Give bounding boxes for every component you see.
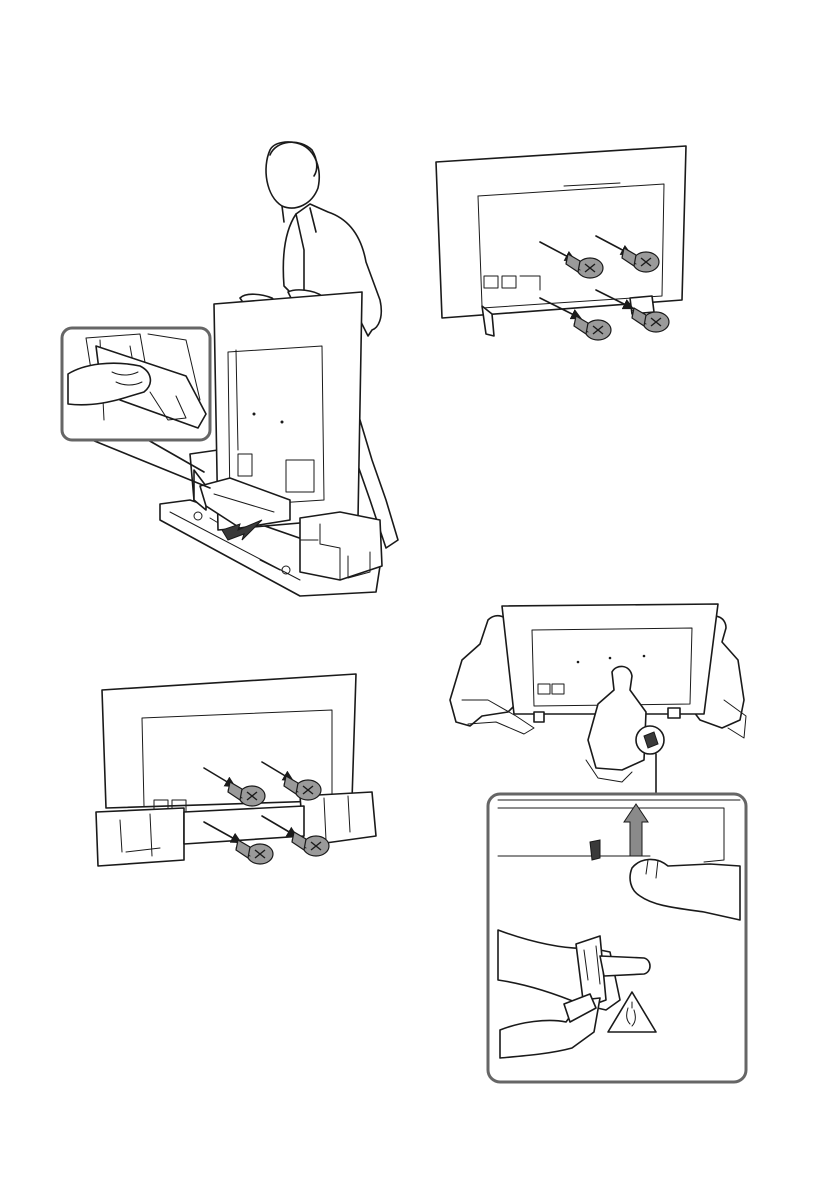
tv-back-panel-2 [436,146,686,318]
zoom-inset-hand-tray [62,328,210,440]
zoom-inset-stand-removal [488,794,746,1082]
panel-screws-with-stand [436,146,686,340]
panel-unpack-tv [62,142,398,596]
panel-screws-in-box [96,674,376,866]
panel-remove-stand [450,604,746,1082]
screw-icon [574,316,611,340]
screw-icon [236,840,273,864]
